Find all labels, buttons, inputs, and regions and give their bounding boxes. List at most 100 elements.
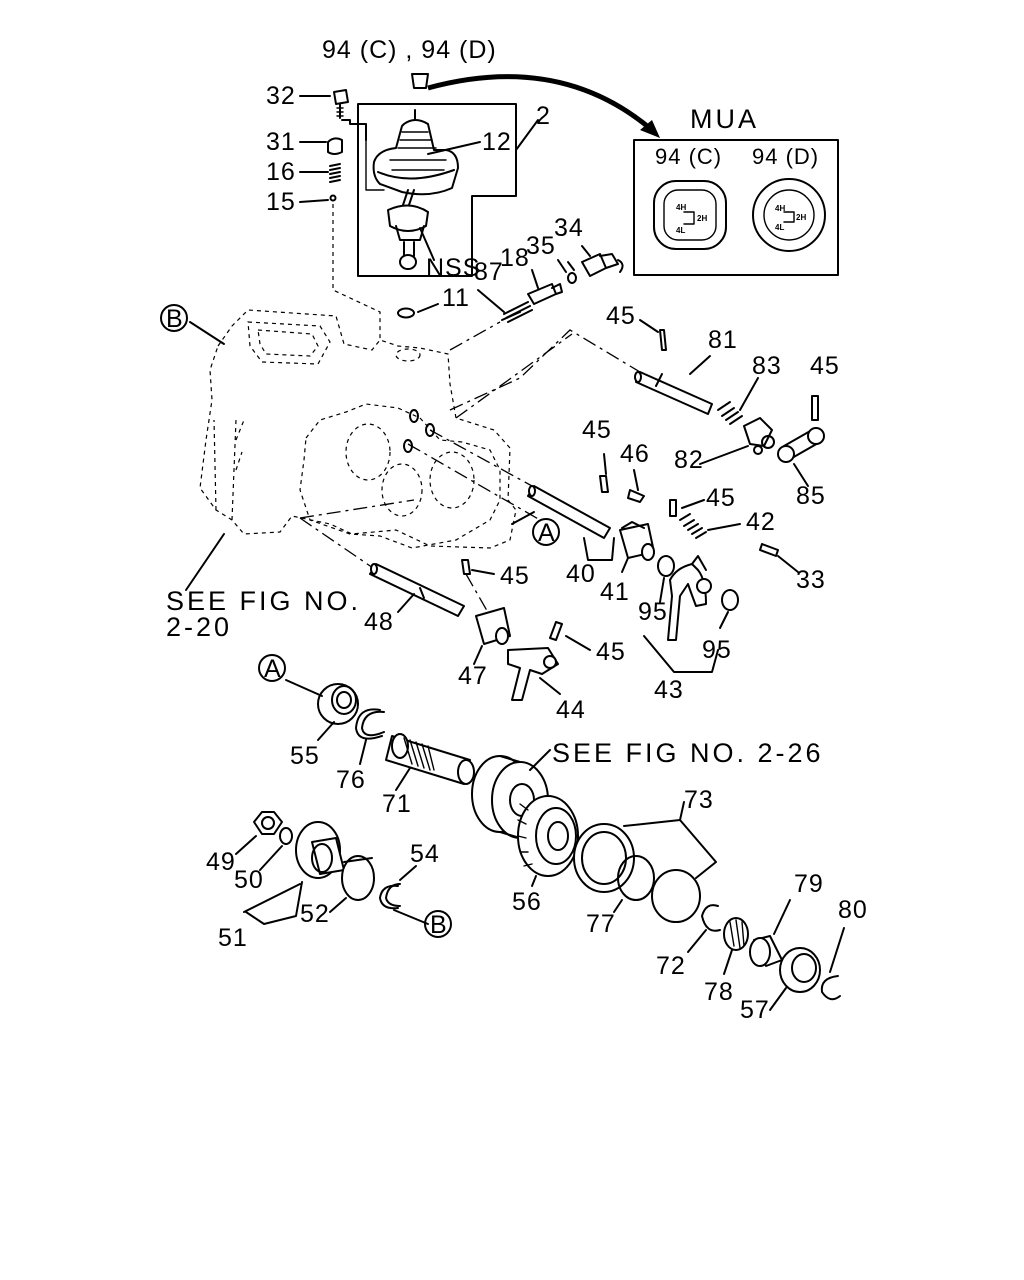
knob-d-2h: 2H xyxy=(796,213,806,222)
label-80: 80 xyxy=(838,896,868,924)
shift-rail-48 xyxy=(369,563,465,617)
see-fig-2-20-line2: 2-20 xyxy=(166,612,232,642)
boot-12-icon xyxy=(372,109,459,196)
marker-b-case: B xyxy=(160,304,188,333)
pin-45c-icon xyxy=(599,475,609,493)
pin-45d-icon xyxy=(669,499,677,517)
collar-79-icon xyxy=(749,935,783,967)
washer-35-icon xyxy=(567,272,577,284)
plug-11-icon xyxy=(397,307,415,319)
spring-16-icon xyxy=(329,163,341,183)
fork-44-icon xyxy=(507,647,559,701)
fork-41-icon xyxy=(619,521,655,561)
spring-87-icon xyxy=(501,301,533,323)
knob-c-2h: 2H xyxy=(697,214,707,223)
label-31: 31 xyxy=(266,128,296,156)
label-45-f: 45 xyxy=(596,638,626,666)
label-95-a: 95 xyxy=(638,598,668,626)
label-12: 12 xyxy=(482,128,512,156)
knob-94-icon xyxy=(411,73,429,89)
label-42: 42 xyxy=(746,508,776,536)
label-40: 40 xyxy=(566,560,596,588)
svg-text:B: B xyxy=(430,911,448,939)
gear-56-icon xyxy=(517,795,579,877)
label-79: 79 xyxy=(794,870,824,898)
label-45-a: 45 xyxy=(606,302,636,330)
spring-42-icon xyxy=(679,513,707,539)
pin-45f-icon xyxy=(549,621,563,641)
needle-bearing-78-icon xyxy=(723,917,749,951)
label-85: 85 xyxy=(796,482,826,510)
see-fig-2-26: SEE FIG NO. 2-26 xyxy=(552,738,824,768)
ball-15-icon xyxy=(329,194,337,202)
label-82: 82 xyxy=(674,446,704,474)
label-76: 76 xyxy=(336,766,366,794)
fork-43-icon xyxy=(667,555,712,641)
nut-49-icon xyxy=(253,811,283,835)
svg-text:A: A xyxy=(538,519,556,547)
bolt-32-icon xyxy=(333,89,349,119)
pin-33-icon xyxy=(759,543,779,557)
label-94: 94 (C) , 94 (D) xyxy=(322,36,497,64)
bearing-55-icon xyxy=(317,683,359,725)
label-72: 72 xyxy=(656,952,686,980)
flange-icon xyxy=(295,821,345,879)
label-73: 73 xyxy=(684,786,714,814)
svg-text:B: B xyxy=(166,305,184,333)
marker-b-ring: B xyxy=(424,910,452,939)
seal-52-icon xyxy=(341,855,375,901)
label-47: 47 xyxy=(458,662,488,690)
label-45-c: 45 xyxy=(582,416,612,444)
label-16: 16 xyxy=(266,158,296,186)
label-83: 83 xyxy=(752,352,782,380)
snap-ring-54-icon xyxy=(379,883,401,910)
snap-ring-72-icon xyxy=(701,904,721,932)
label-46: 46 xyxy=(620,440,650,468)
label-41: 41 xyxy=(600,578,630,606)
label-56: 56 xyxy=(512,888,542,916)
shift-block-82 xyxy=(743,417,775,455)
label-33: 33 xyxy=(796,566,826,594)
knob-d-4l: 4L xyxy=(775,223,784,232)
detent-assembly xyxy=(501,253,624,323)
shift-rail-40 xyxy=(527,485,611,539)
fork-47-icon xyxy=(475,607,511,645)
label-87: 87 xyxy=(474,258,504,286)
arm-85 xyxy=(777,427,825,463)
pin-45e-icon xyxy=(461,559,471,575)
label-78: 78 xyxy=(704,978,734,1006)
washer-73-icon xyxy=(573,823,635,893)
washer-73b-icon xyxy=(651,869,701,923)
shaft-71-icon xyxy=(385,733,475,785)
label-2: 2 xyxy=(536,102,551,130)
mua-knob-c-label: 94 (C) xyxy=(655,144,722,169)
label-71: 71 xyxy=(382,790,412,818)
label-57: 57 xyxy=(740,996,770,1024)
label-15: 15 xyxy=(266,188,296,216)
snap-ring-76-icon xyxy=(355,708,385,740)
mua-callout-arrow xyxy=(427,74,654,132)
marker-a-shaft: A xyxy=(258,654,286,683)
marker-a-rail: A xyxy=(532,518,560,547)
label-52: 52 xyxy=(300,900,330,928)
pin-46-icon xyxy=(627,489,645,503)
label-55: 55 xyxy=(290,742,320,770)
knob-c-4l: 4L xyxy=(676,226,685,235)
svg-text:A: A xyxy=(264,655,282,683)
label-48: 48 xyxy=(364,608,394,636)
mua-knob-d-label: 94 (D) xyxy=(752,144,819,169)
cap-31-icon xyxy=(327,137,343,155)
label-51: 51 xyxy=(218,924,248,952)
switch-34-icon xyxy=(581,253,607,277)
label-34: 34 xyxy=(554,214,584,242)
knob-d-icon: 4H 2H 4L xyxy=(752,178,826,252)
transfer-case-housing xyxy=(199,309,517,549)
shift-rail-81 xyxy=(634,371,713,415)
see-fig-2-20-line1: SEE FIG NO. xyxy=(166,586,361,616)
washer-50-icon xyxy=(279,827,293,845)
label-49: 49 xyxy=(206,848,236,876)
shift-lever-group xyxy=(327,73,517,277)
label-45-e: 45 xyxy=(500,562,530,590)
